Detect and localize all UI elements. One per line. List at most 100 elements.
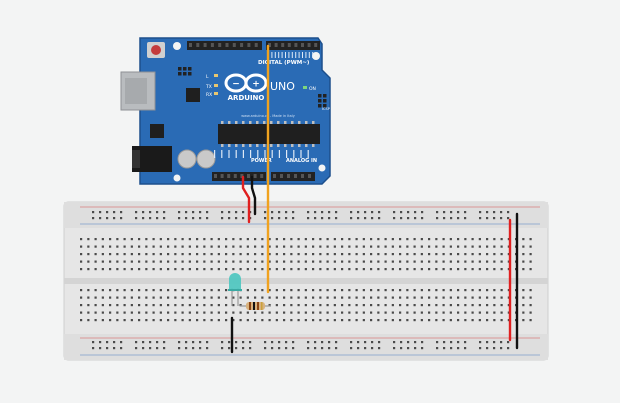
resistor	[240, 302, 271, 310]
breadboard-hole	[232, 319, 235, 322]
breadboard-hole	[319, 260, 322, 263]
breadboard-hole	[217, 296, 220, 299]
breadboard-hole	[228, 211, 231, 214]
breadboard-hole	[312, 289, 315, 292]
breadboard-hole	[116, 253, 119, 256]
breadboard-hole	[341, 238, 344, 241]
led-label-rx: RX	[206, 92, 212, 98]
breadboard-hole	[312, 268, 315, 271]
breadboard-hole	[364, 347, 367, 350]
breadboard-hole	[341, 311, 344, 314]
breadboard-hole	[138, 296, 141, 299]
breadboard-hole	[152, 289, 155, 292]
breadboard-hole	[80, 253, 83, 256]
breadboard-hole	[285, 217, 288, 220]
breadboard-hole	[92, 211, 95, 214]
breadboard-hole	[500, 304, 503, 307]
header-pin	[308, 174, 311, 178]
breadboard-hole	[261, 268, 264, 271]
breadboard-hole	[246, 260, 249, 263]
breadboard	[63, 201, 549, 361]
arduino-pcb	[139, 37, 331, 185]
breadboard-hole	[312, 304, 315, 307]
breadboard-hole	[391, 253, 394, 256]
breadboard-hole	[357, 211, 360, 214]
breadboard-hole	[225, 304, 228, 307]
breadboard-hole	[138, 311, 141, 314]
breadboard-hole	[312, 311, 315, 314]
breadboard-hole	[350, 341, 353, 344]
breadboard-hole	[188, 319, 191, 322]
breadboard-hole	[268, 311, 271, 314]
breadboard-hole	[232, 268, 235, 271]
breadboard-hole	[341, 289, 344, 292]
breadboard-hole	[178, 211, 181, 214]
breadboard-hole	[283, 289, 286, 292]
breadboard-hole	[399, 260, 402, 263]
breadboard-hole	[314, 341, 317, 344]
breadboard-hole	[145, 311, 148, 314]
breadboard-hole	[268, 238, 271, 241]
breadboard-hole	[377, 289, 380, 292]
breadboard-hole	[414, 347, 417, 350]
breadboard-hole	[443, 211, 446, 214]
breadboard-hole	[275, 245, 278, 248]
breadboard-hole	[264, 217, 267, 220]
header-pin	[196, 43, 200, 47]
breadboard-hole	[457, 319, 460, 322]
header-pin	[227, 174, 231, 178]
breadboard-hole	[478, 289, 481, 292]
breadboard-hole	[290, 260, 293, 263]
led-tx-indicator	[214, 84, 218, 87]
header-pin	[189, 43, 192, 47]
breadboard-hole	[228, 341, 231, 344]
breadboard-hole	[312, 296, 315, 299]
breadboard-hole	[435, 268, 438, 271]
breadboard-hole	[203, 268, 206, 271]
svg-text:−: −	[232, 80, 240, 90]
breadboard-hole	[355, 260, 358, 263]
breadboard-hole	[399, 319, 402, 322]
breadboard-hole	[181, 296, 184, 299]
breadboard-hole	[239, 319, 242, 322]
pin-silkscreen-mark	[300, 150, 302, 158]
breadboard-hole	[123, 289, 126, 292]
breadboard-hole	[393, 347, 396, 350]
breadboard-hole	[522, 253, 525, 256]
breadboard-hole	[196, 238, 199, 241]
breadboard-hole	[486, 341, 489, 344]
breadboard-hole	[232, 311, 235, 314]
breadboard-hole	[225, 268, 228, 271]
breadboard-hole	[101, 289, 104, 292]
breadboard-hole	[196, 304, 199, 307]
breadboard-hole	[278, 211, 281, 214]
breadboard-hole	[443, 347, 446, 350]
breadboard-hole	[370, 253, 373, 256]
breadboard-hole	[80, 260, 83, 263]
breadboard-hole	[443, 341, 446, 344]
breadboard-hole	[442, 245, 445, 248]
breadboard-hole	[156, 347, 159, 350]
pin-silkscreen-mark	[302, 52, 303, 58]
breadboard-hole	[174, 311, 177, 314]
breadboard-hole	[529, 268, 532, 271]
breadboard-hole	[225, 245, 228, 248]
breadboard-hole	[101, 311, 104, 314]
breadboard-hole	[370, 245, 373, 248]
breadboard-hole	[99, 217, 102, 220]
breadboard-hole	[362, 268, 365, 271]
breadboard-hole	[371, 347, 374, 350]
breadboard-hole	[206, 341, 209, 344]
breadboard-hole	[210, 245, 213, 248]
breadboard-hole	[130, 268, 133, 271]
breadboard-hole	[225, 238, 228, 241]
header-pin	[307, 43, 311, 47]
breadboard-hole	[290, 296, 293, 299]
chip-leg	[305, 121, 308, 124]
breadboard-hole	[326, 245, 329, 248]
breadboard-hole	[442, 268, 445, 271]
breadboard-hole	[529, 260, 532, 263]
breadboard-hole	[406, 268, 409, 271]
breadboard-hole	[319, 289, 322, 292]
breadboard-hole	[377, 296, 380, 299]
